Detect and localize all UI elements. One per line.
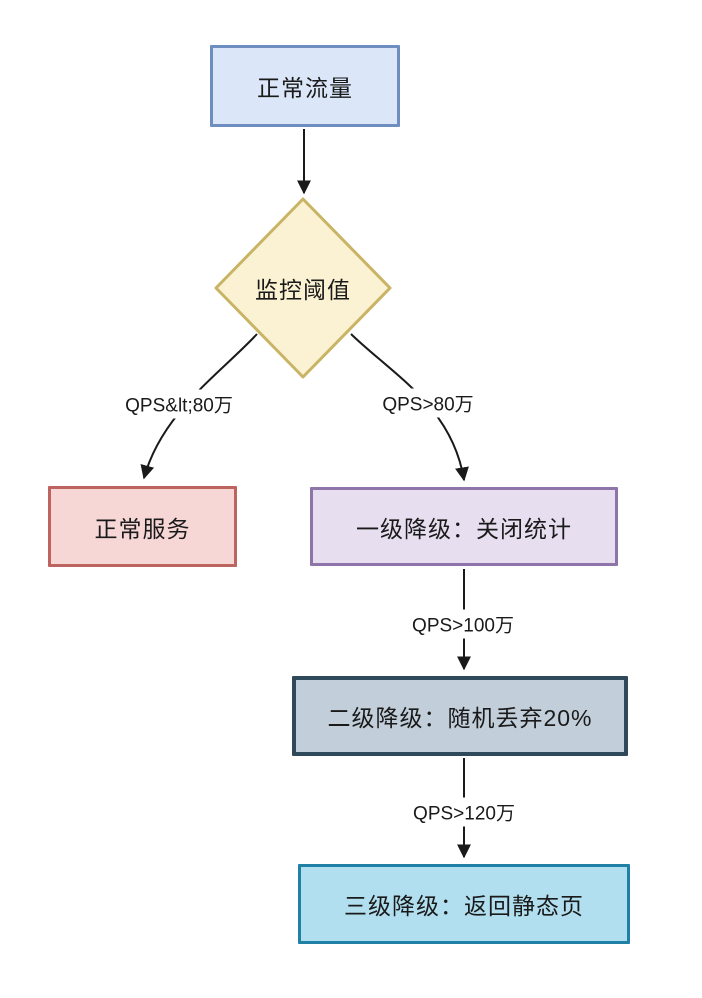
node-monitor-threshold: 监控阈值 (216, 199, 390, 377)
edge-label-qps-lt-80: QPS&lt;80万 (122, 389, 236, 419)
node-normal-service: 正常服务 (48, 486, 237, 567)
node-level1-degrade: 一级降级：关闭统计 (310, 487, 618, 566)
node-level3-degrade: 三级降级：返回静态页 (298, 864, 630, 944)
node-monitor-threshold-label: 监控阈值 (255, 277, 351, 303)
node-normal-service-label: 正常服务 (94, 515, 191, 542)
decision-diamond-shape (214, 197, 392, 379)
edge-label-qps-gt-80: QPS>80万 (379, 388, 477, 418)
node-level3-degrade-label: 三级降级：返回静态页 (344, 893, 584, 919)
node-level1-degrade-label: 一级降级：关闭统计 (356, 515, 572, 542)
node-level2-degrade: 二级降级：随机丢弃20% (292, 676, 628, 756)
edge-label-qps-gt-100: QPS>100万 (409, 609, 517, 639)
node-level2-degrade-label: 二级降级：随机丢弃20% (327, 705, 593, 731)
node-normal-traffic: 正常流量 (210, 45, 400, 127)
node-normal-traffic-label: 正常流量 (257, 75, 353, 101)
edge-label-qps-gt-120: QPS>120万 (410, 797, 518, 827)
